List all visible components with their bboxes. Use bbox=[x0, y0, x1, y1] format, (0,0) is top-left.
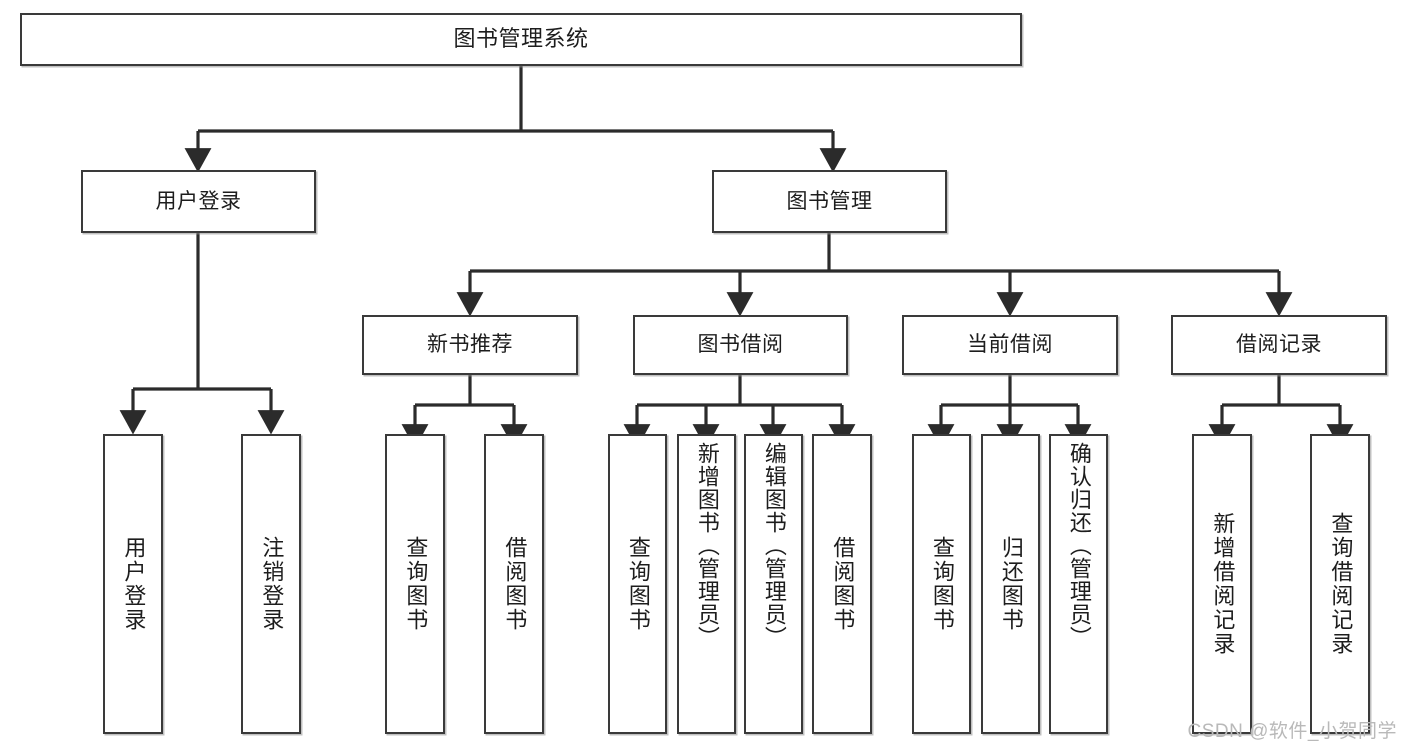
node-label: 图书管理系统 bbox=[453, 26, 589, 52]
leaf-book-borrow-add[interactable]: 新增图书（管理员） bbox=[677, 434, 736, 734]
node-root-system[interactable]: 图书管理系统 bbox=[20, 13, 1022, 66]
node-label: 查询图书 bbox=[929, 536, 955, 632]
leaf-borrow-record-add[interactable]: 新增借阅记录 bbox=[1192, 434, 1252, 734]
leaf-new-book-borrow[interactable]: 借阅图书 bbox=[484, 434, 544, 734]
node-label: 图书管理 bbox=[786, 189, 873, 213]
node-label: 用户登录 bbox=[155, 189, 242, 213]
node-label: 借阅图书 bbox=[830, 536, 856, 632]
leaf-new-book-query[interactable]: 查询图书 bbox=[385, 434, 445, 734]
node-label: 当前借阅 bbox=[967, 333, 1053, 357]
node-label: 图书借阅 bbox=[697, 333, 784, 357]
node-label: 归还图书 bbox=[998, 536, 1024, 632]
leaf-book-borrow-edit[interactable]: 编辑图书（管理员） bbox=[744, 434, 803, 734]
node-new-book-recommend[interactable]: 新书推荐 bbox=[362, 315, 578, 375]
leaf-current-borrow-confirm-return[interactable]: 确认归还（管理员） bbox=[1049, 434, 1108, 734]
leaf-borrow-record-query[interactable]: 查询借阅记录 bbox=[1310, 434, 1370, 734]
node-label: 用户登录 bbox=[121, 536, 147, 632]
node-label: 新书推荐 bbox=[427, 333, 513, 357]
node-label: 确认归还（管理员） bbox=[1066, 442, 1092, 649]
leaf-current-borrow-query[interactable]: 查询图书 bbox=[912, 434, 971, 734]
node-label: 查询图书 bbox=[403, 536, 429, 632]
node-label: 借阅记录 bbox=[1236, 333, 1322, 357]
node-label: 注销登录 bbox=[259, 536, 285, 632]
leaf-book-borrow-borrow[interactable]: 借阅图书 bbox=[812, 434, 872, 734]
leaf-current-borrow-return[interactable]: 归还图书 bbox=[981, 434, 1040, 734]
node-label: 查询借阅记录 bbox=[1328, 512, 1354, 656]
node-borrow-record[interactable]: 借阅记录 bbox=[1171, 315, 1387, 375]
leaf-user-login-login[interactable]: 用户登录 bbox=[103, 434, 163, 734]
node-book-borrow[interactable]: 图书借阅 bbox=[633, 315, 848, 375]
leaf-book-borrow-query[interactable]: 查询图书 bbox=[608, 434, 667, 734]
node-label: 新增借阅记录 bbox=[1210, 512, 1236, 656]
leaf-user-login-logout[interactable]: 注销登录 bbox=[241, 434, 301, 734]
node-book-management[interactable]: 图书管理 bbox=[712, 170, 947, 233]
node-label: 查询图书 bbox=[625, 536, 651, 632]
node-label: 借阅图书 bbox=[502, 536, 528, 632]
node-label: 编辑图书（管理员） bbox=[761, 442, 787, 649]
node-label: 新增图书（管理员） bbox=[694, 442, 720, 649]
node-current-borrow[interactable]: 当前借阅 bbox=[902, 315, 1118, 375]
node-user-login[interactable]: 用户登录 bbox=[81, 170, 316, 233]
